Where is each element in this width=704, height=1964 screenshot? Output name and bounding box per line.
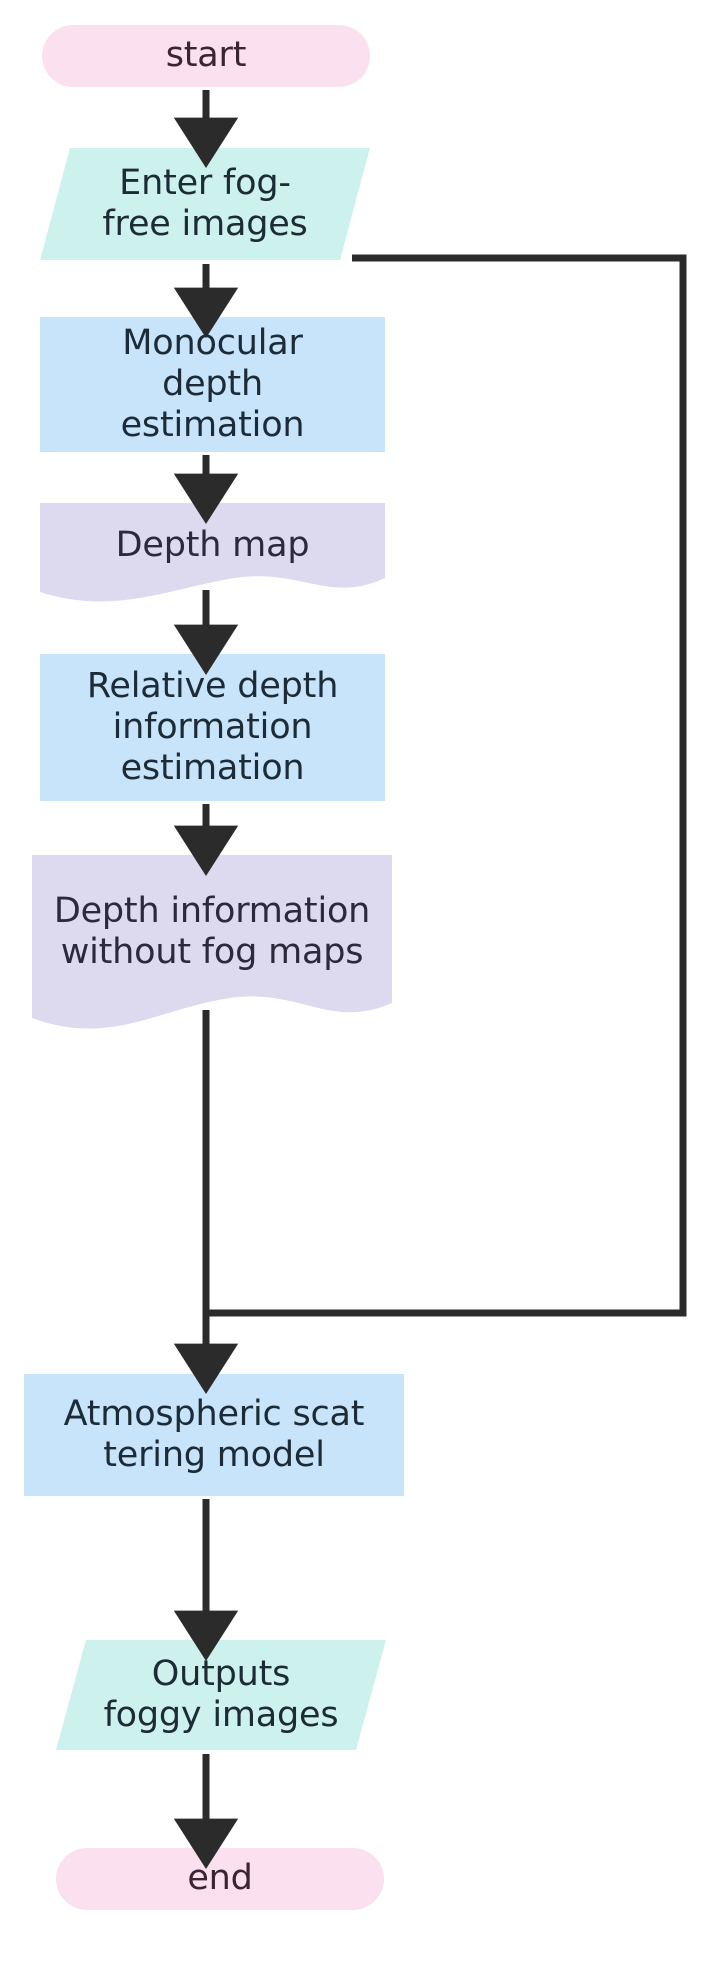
node-relative-depth-information-estimation-shape[interactable] xyxy=(40,654,385,801)
node-start-shape[interactable] xyxy=(42,25,370,87)
connector-feedback-enter-to-atmospheric xyxy=(206,254,687,1317)
node-depth-map-shape[interactable] xyxy=(40,503,385,602)
node-end-shape[interactable] xyxy=(56,1848,384,1910)
node-atmospheric-scattering-model-shape[interactable] xyxy=(24,1374,404,1496)
node-enter-fog-free-images-shape[interactable] xyxy=(40,148,370,260)
node-depth-information-without-fog-maps-shape[interactable] xyxy=(32,855,392,1029)
node-outputs-foggy-images-shape[interactable] xyxy=(56,1640,386,1750)
node-monocular-depth-estimation-shape[interactable] xyxy=(40,317,385,452)
